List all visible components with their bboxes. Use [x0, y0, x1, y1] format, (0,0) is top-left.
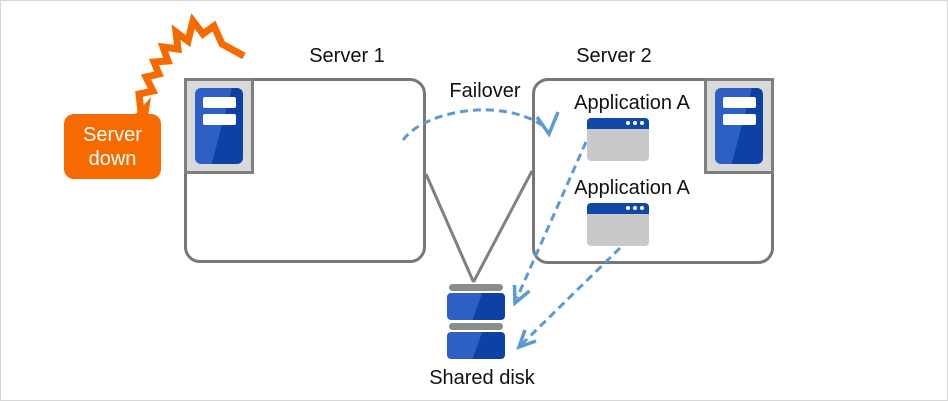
- server1-tower-panel: [184, 78, 254, 174]
- server1-to-disk-link: [424, 173, 475, 283]
- server-down-badge: Server down: [64, 114, 161, 179]
- tower-slot-icon: [723, 114, 756, 125]
- disk-cap-icon: [449, 323, 503, 330]
- badge-line2: down: [88, 147, 137, 170]
- window-titlebar: [587, 203, 649, 214]
- server2-to-disk-link: [472, 170, 534, 283]
- application-a-label: Application A: [574, 92, 690, 114]
- shared-disk-label: Shared disk: [429, 367, 535, 389]
- app-window-icon: [587, 118, 649, 161]
- server2-tower-panel: [704, 78, 774, 174]
- tower-slot-icon: [203, 114, 236, 125]
- window-dots-icon: [626, 206, 644, 210]
- window-titlebar: [587, 118, 649, 129]
- app1-arrowhead-icon: [512, 284, 531, 307]
- disk-unit-icon: [447, 332, 505, 359]
- app-window-icon: [587, 203, 649, 246]
- application-a-label: Application A: [574, 177, 690, 199]
- shared-disk-icon: [447, 284, 505, 360]
- server-tower-icon: [715, 88, 763, 164]
- disk-cap-icon: [449, 284, 503, 291]
- tower-slot-icon: [723, 97, 756, 108]
- server1-label: Server 1: [309, 45, 385, 67]
- server-tower-icon: [195, 88, 243, 164]
- window-dots-icon: [626, 121, 644, 125]
- badge-line1: Server: [83, 123, 142, 146]
- server2-label: Server 2: [576, 45, 652, 67]
- disk-unit-icon: [447, 293, 505, 320]
- app2-arrowhead-icon: [516, 329, 537, 350]
- tower-slot-icon: [203, 97, 236, 108]
- failover-label: Failover: [449, 80, 521, 102]
